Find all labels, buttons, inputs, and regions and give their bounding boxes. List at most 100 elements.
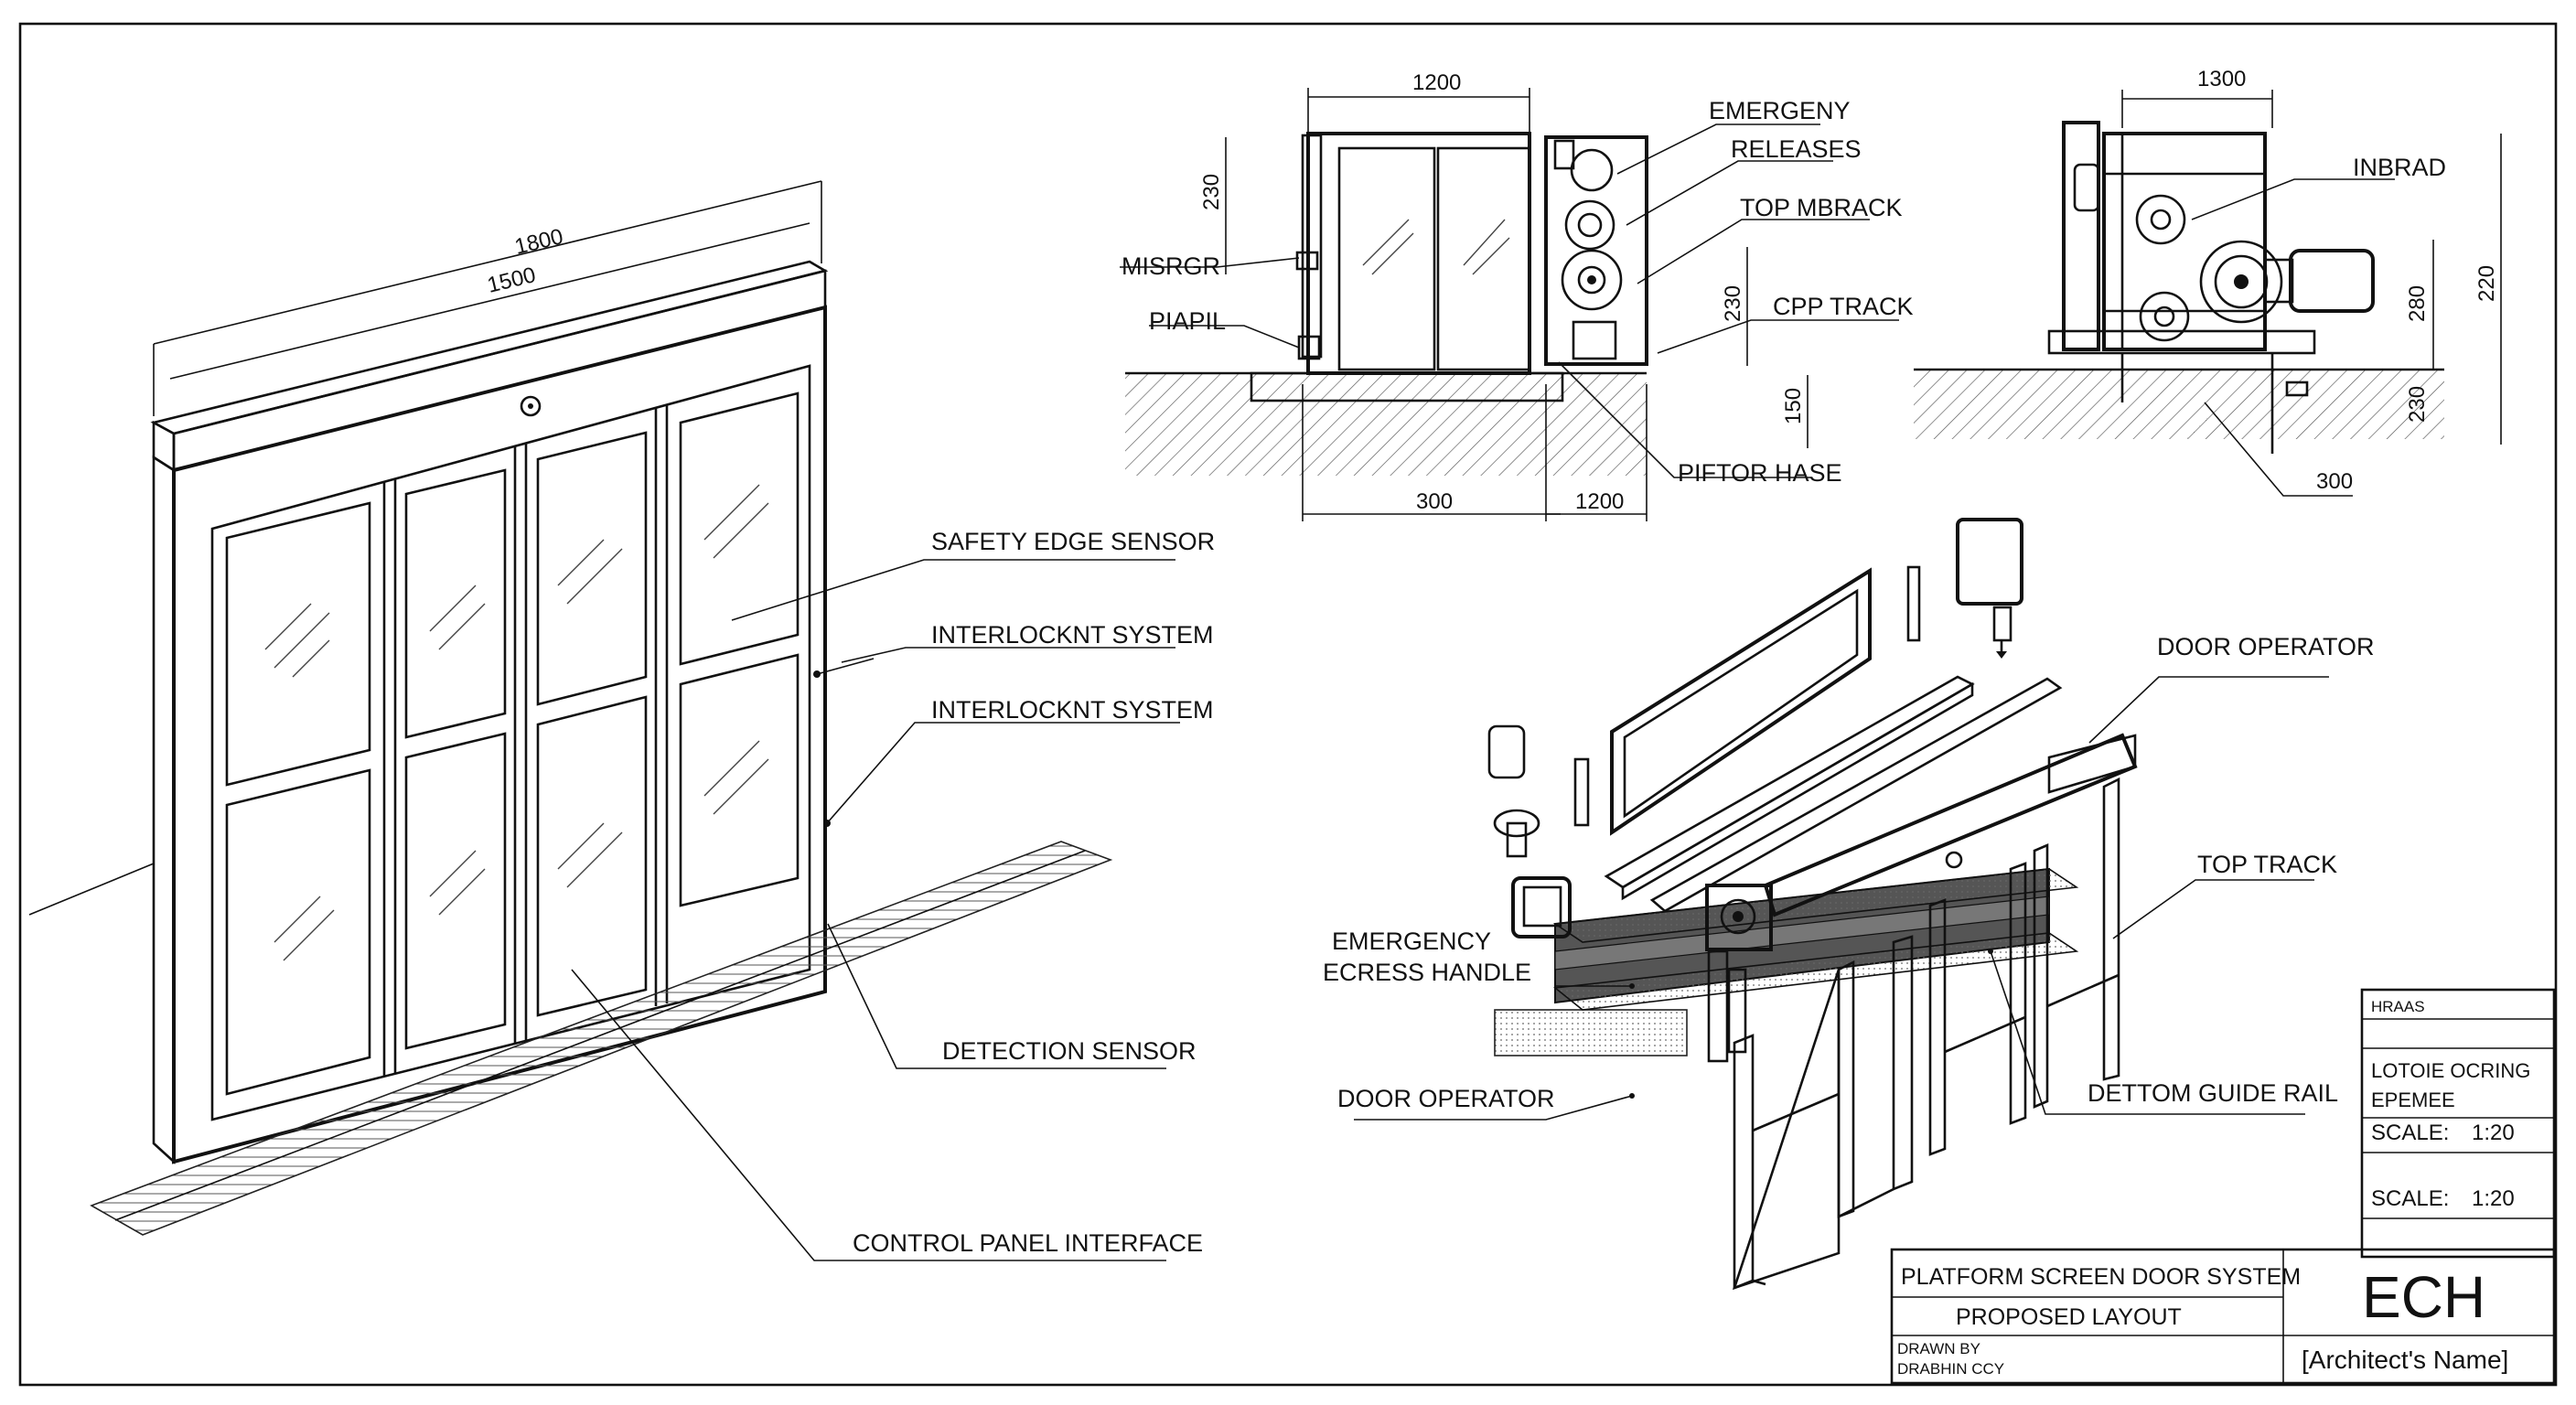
exploded-view: DOOR OPERATOR TOP TRACK EMERGENCY ECRESS… [1323,518,2375,1291]
panel-indicator-icon [2073,163,2100,212]
drawn-by-2: DRABHIN CCY [1897,1360,2004,1378]
pin-part [1573,757,1590,827]
dim-line-overall [153,180,822,345]
leader-bottom-guide-rail [1990,950,2305,1115]
frame-outline [172,305,827,1164]
door-leaf-left [1337,146,1436,371]
emergency-handle-icon [1511,876,1572,938]
label-inbrad: INBRAD [2353,154,2446,181]
header-indicator-icon [520,395,542,417]
ground-hatch [1914,370,2444,439]
tactile-floor-strip [90,841,1113,1236]
label-detection-sensor: DETECTION SENSOR [942,1037,1197,1065]
drawn-by-1: DRAWN BY [1897,1340,1980,1357]
section-a: 1200 230 230 150 300 1200 EMERGENY RELEA… [1120,70,1914,521]
emergency-release-icon [1570,148,1614,192]
label-pianl: PIAPIL [1149,307,1226,335]
dim-right-outer: 220 [2474,265,2499,302]
track-rail-2 [1649,677,2063,913]
section-b: 1300 280 220 230 300 INBRAD [1914,67,2502,497]
sensor-stub [816,658,875,675]
scale-label-1: SCALE: [2371,1121,2449,1145]
scale-label-2: SCALE: [2371,1186,2449,1211]
label-top-bracket: TOP MBRACK [1740,194,1903,221]
main-gear-icon [2199,240,2283,324]
gear-icon [2135,194,2186,245]
knob-part-icon [1493,809,1540,838]
label-top-track: TOP TRACK [2197,851,2337,878]
machinery-housing [1544,135,1648,366]
label-emergency-2: ECRESS HANDLE [1323,959,1531,986]
scale-value-2: 1:20 [2472,1186,2515,1211]
cylinder-part-icon [1487,724,1526,779]
leader-emergency [1616,123,1820,175]
dim-inner-text: 1500 [485,263,538,298]
tactile-centerline [114,850,1086,1221]
glass-pane [679,391,800,666]
glass-pane [679,653,800,907]
dim-line-inner [169,222,810,380]
dim-top: 1300 [2197,67,2246,91]
glass-pane [404,732,507,1050]
leader-top-track [2112,879,2314,939]
frame-left-face [152,455,176,1164]
project-subtitle: PROPOSED LAYOUT [1956,1304,2182,1330]
dim-left: 230 [1199,174,1224,210]
mechanism-frame [2102,132,2267,351]
label-emergency-2: RELEASES [1731,135,1862,163]
top-glazed-panel [1610,567,1872,836]
dim-overall-text: 1800 [512,224,565,260]
label-interlock-system-2: INTERLOCKNT SYSTEM [931,696,1214,724]
glass-pane [536,695,648,1017]
leader-door-operator-left [1354,1095,1633,1121]
motor-gear-icon [1564,199,1615,251]
sheet-border [18,22,2558,1387]
logo-text: ECH [2362,1264,2485,1330]
leader-door-operator-top [2088,676,2329,744]
operator-mechanism [1705,884,1773,951]
dim-bottom: 300 [2316,469,2353,494]
base-bracket [2047,329,2316,355]
dim-bottom-mid: 1200 [1575,489,1624,514]
dim-right-inner: 280 [2405,285,2430,322]
main-elevation: 1800 1500 SAFETY EDGE SENSOR INTERLOCKNT… [28,180,1215,1261]
project-title: PLATFORM SCREEN DOOR SYSTEM [1901,1264,2301,1290]
title-row2: EPEMEE [2371,1089,2455,1111]
door-frame-post [1892,935,1914,1191]
glass-pane [536,431,648,706]
label-misrgr: MISRGR [1122,252,1220,280]
glass-pane [225,768,371,1096]
leader-detection [827,923,1166,1069]
control-box [1956,518,2023,606]
label-door-operator-left: DOOR OPERATOR [1337,1085,1555,1112]
title-block-revision [2360,988,2556,1259]
door-cabinet [1306,132,1531,375]
drive-wheel-icon [1561,249,1623,311]
leader-safety-edge [731,559,1175,621]
wall-line [28,863,155,916]
label-emergency-1: EMERGENY [1709,97,1851,124]
sensor-bar [1906,565,1921,642]
dim-bottom-left: 300 [1416,489,1453,514]
label-safety-edge-sensor: SAFETY EDGE SENSOR [931,528,1215,555]
title-block-main [1890,1248,2556,1385]
glass-reflections [264,484,769,961]
dim-bottom-right: 150 [1781,388,1806,424]
leader-interlock-1 [841,647,1175,663]
header-front-face [172,269,827,472]
label-cpp-track: CPP TRACK [1773,293,1914,320]
misrgr-bracket [1295,251,1319,271]
title-header: HRAAS [2371,998,2425,1015]
leader-control-panel [571,969,1166,1261]
door-leaf-right [1436,146,1531,371]
dim-right: 230 [1721,285,1745,322]
left-panel [2062,121,2100,351]
label-door-operator-top: DOOR OPERATOR [2157,633,2375,660]
label-interlock-system-1: INTERLOCKNT SYSTEM [931,621,1214,649]
header-indicator-dot [528,403,533,409]
ground-hatch [1125,373,1647,476]
architect-name: [Architect's Name] [2302,1346,2508,1374]
title-row1: LOTOIE OCRING [2371,1059,2530,1082]
